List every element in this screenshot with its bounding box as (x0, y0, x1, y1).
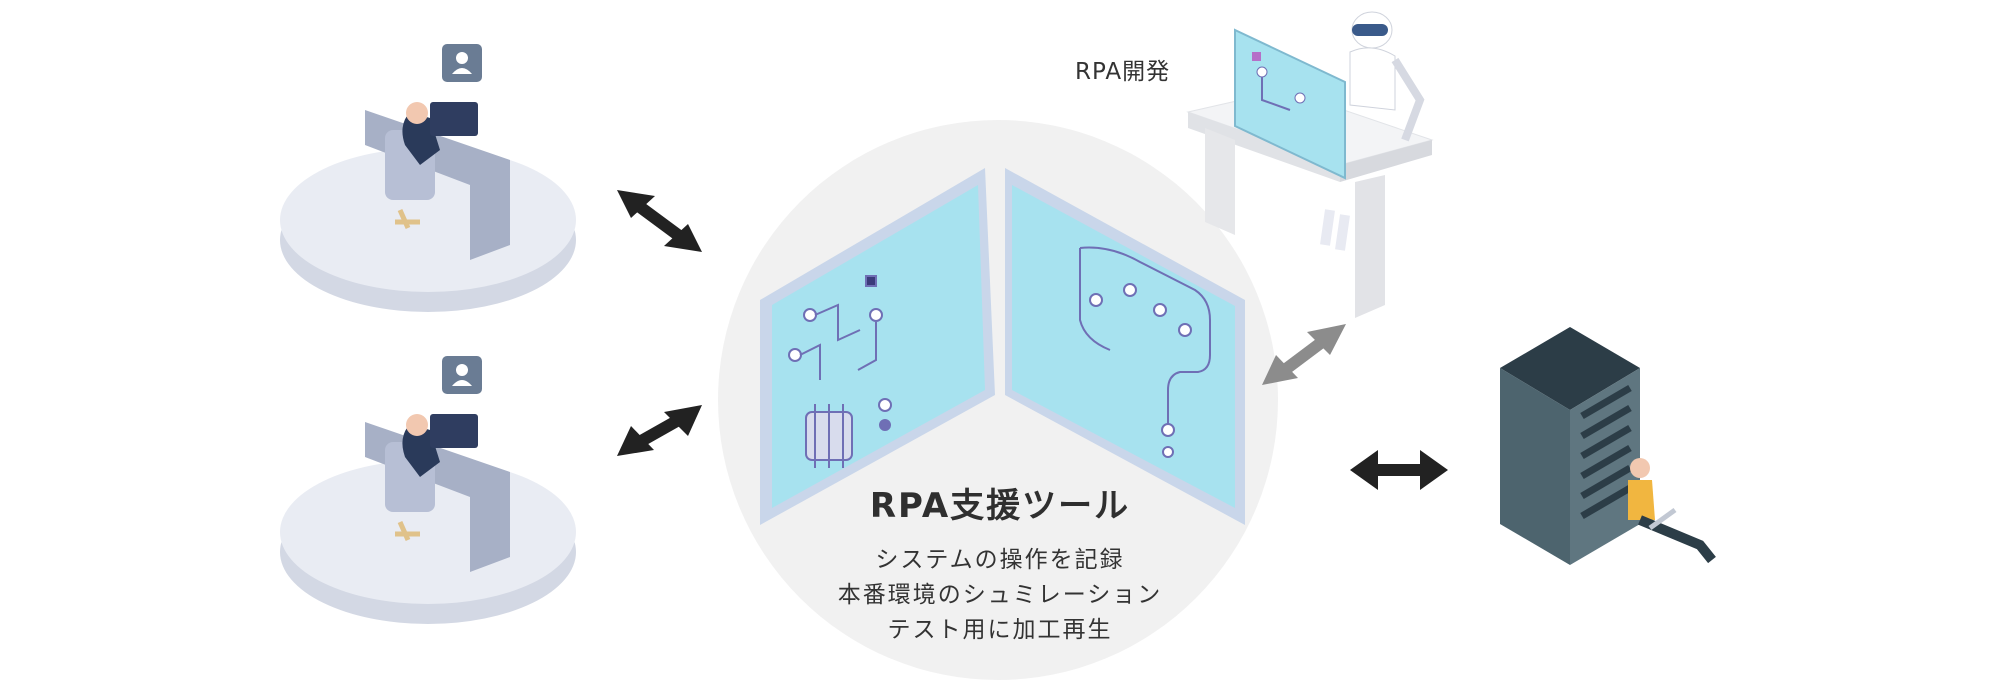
workstation-top (280, 44, 576, 312)
server-icon (1500, 327, 1640, 565)
arrow-to-server (1350, 450, 1448, 490)
circuit-left (788, 275, 892, 431)
rpa-development-label: RPA開発 (1075, 59, 1171, 85)
robot-icon (1320, 11, 1425, 251)
rpa-tool-screens (760, 168, 1245, 525)
workstation-bottom (280, 356, 576, 624)
circuit-right (1079, 246, 1211, 458)
user-icon (442, 356, 482, 394)
feature-item: テスト用に加工再生 (887, 617, 1113, 643)
user-icon (442, 44, 482, 82)
flow-arrows (617, 190, 1448, 490)
rpa-tool-title: RPA支援ツール (869, 486, 1131, 526)
person-with-laptop (1628, 458, 1716, 564)
feature-item: 本番環境のシュミレーション (837, 582, 1163, 608)
laptop-icon (430, 414, 478, 448)
feature-item: システムの操作を記録 (875, 547, 1125, 573)
arrow-bottom-left (617, 405, 702, 456)
server-station (1500, 327, 1716, 565)
arrow-top-left (617, 190, 702, 252)
laptop-icon (430, 102, 478, 136)
chip-icon (805, 404, 853, 468)
rpa-development-station (1186, 11, 1434, 318)
arrow-to-robot (1262, 324, 1346, 385)
